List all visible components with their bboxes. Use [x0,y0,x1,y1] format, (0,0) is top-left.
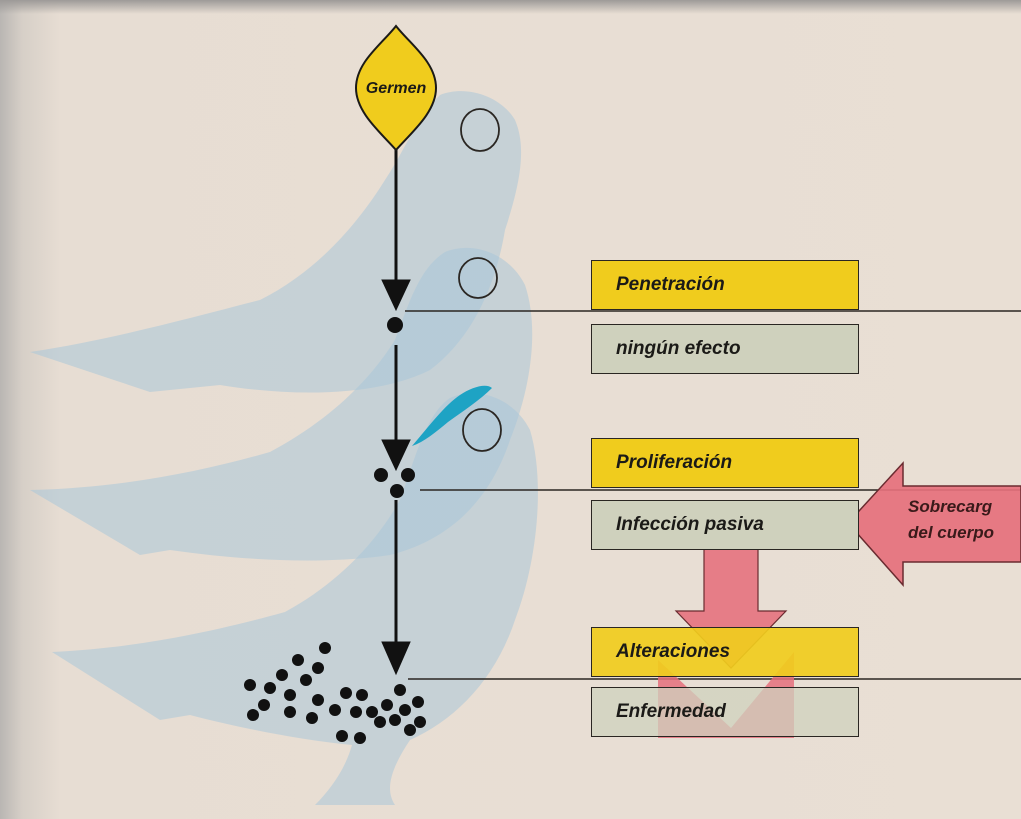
stage-label-alteraciones: Alteraciones [591,627,859,677]
arrowhead-1 [381,279,411,312]
effect-label-ningun-efecto: ningún efecto [591,324,859,374]
state-circles [458,108,502,452]
germ-particles [244,317,426,744]
state-circle-2 [458,257,498,299]
germ-cluster-large [244,642,426,744]
pigeon-silhouette-back [30,91,522,393]
stage-label-penetracion: Penetración [591,260,859,310]
effect-label-infeccion-pasiva: Infección pasiva [591,500,859,550]
flow-arrow [381,148,411,676]
arrowhead-3 [381,641,411,676]
germ-cluster-small [374,468,415,498]
arrowhead-2 [381,439,411,472]
external-factor-line1: Sobrecarg [908,497,993,516]
germ-label: Germen [365,80,427,97]
germ-diamond [354,24,438,152]
external-factor-label: Sobrecarg del cuerpo [908,494,1021,546]
pink-left-arrow [846,461,1021,587]
pigeon-silhouettes [30,91,538,805]
effect-label-enfermedad: Enfermedad [591,687,859,737]
external-factor-line2: del cuerpo [908,523,994,542]
stage-label-proliferacion: Proliferación [591,438,859,488]
state-circle-1 [460,108,500,152]
germ-dot-single [387,317,403,333]
blue-accent-mark [412,385,492,446]
state-circle-3 [462,408,502,452]
